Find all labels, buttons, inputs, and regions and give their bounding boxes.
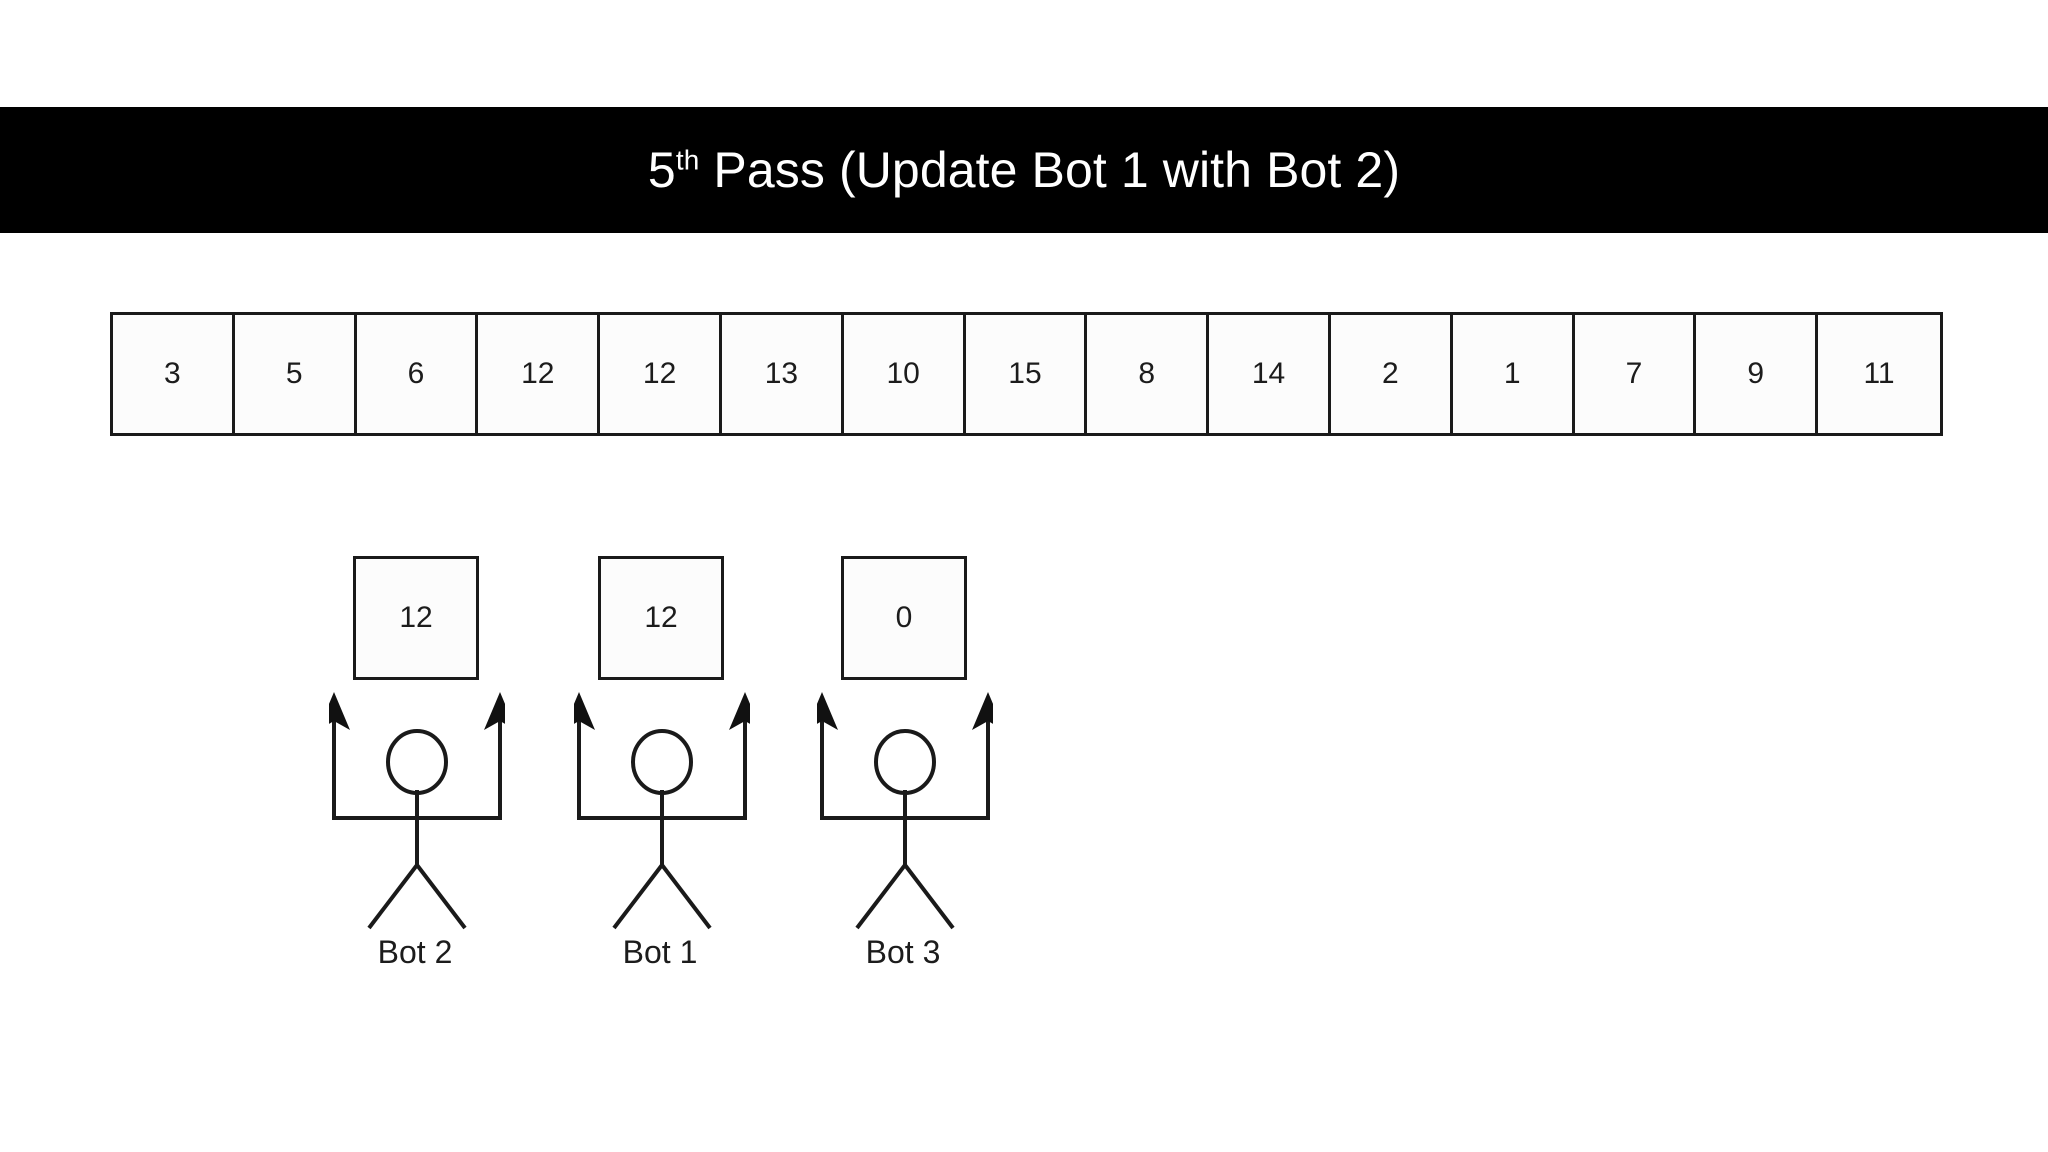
bot-stick-figure-icon bbox=[806, 690, 1004, 932]
slide-title-bar: 5th Pass (Update Bot 1 with Bot 2) bbox=[0, 107, 2048, 233]
page-title: 5th Pass (Update Bot 1 with Bot 2) bbox=[648, 145, 1400, 195]
pass-number: 5 bbox=[647, 142, 676, 198]
array-cell: 3 bbox=[113, 315, 235, 433]
title-rest: Pass (Update Bot 1 with Bot 2) bbox=[699, 142, 1401, 198]
array-cell: 2 bbox=[1330, 315, 1453, 433]
bot-stick-figure-icon bbox=[318, 690, 516, 932]
array-cell: 5 bbox=[234, 315, 357, 433]
array-cell: 11 bbox=[1818, 315, 1940, 433]
bot-value-box: 12 bbox=[598, 556, 724, 680]
array-cell: 12 bbox=[600, 315, 722, 433]
array-cell: 1 bbox=[1452, 315, 1575, 433]
array-cell: 8 bbox=[1087, 315, 1210, 433]
bot-label: Bot 1 bbox=[622, 934, 698, 970]
bot-value-box: 0 bbox=[841, 556, 967, 680]
bot-value-box: 12 bbox=[353, 556, 479, 680]
array-cell: 15 bbox=[965, 315, 1088, 433]
array-cell: 9 bbox=[1696, 315, 1819, 433]
array-cell: 12 bbox=[478, 315, 601, 433]
bot-stick-figure-icon bbox=[563, 690, 761, 932]
array-cell: 14 bbox=[1209, 315, 1331, 433]
bot-label: Bot 2 bbox=[377, 934, 453, 970]
array-cell: 13 bbox=[721, 315, 844, 433]
ordinal-suffix: th bbox=[675, 144, 700, 176]
array-cell: 6 bbox=[356, 315, 479, 433]
bot-label: Bot 3 bbox=[865, 934, 941, 970]
array-cell: 7 bbox=[1574, 315, 1697, 433]
array-cell: 10 bbox=[843, 315, 966, 433]
